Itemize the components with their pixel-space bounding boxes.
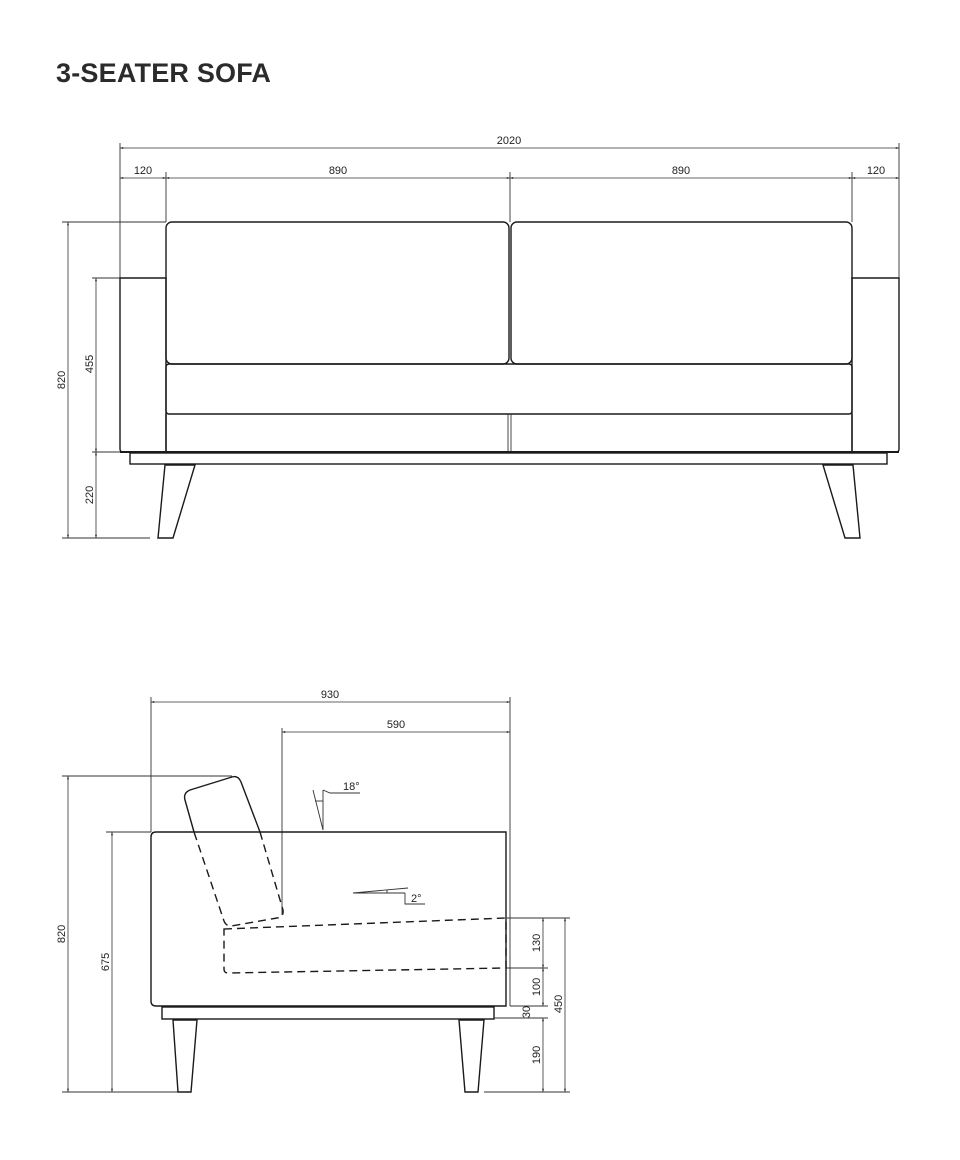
side-plinth	[161, 1006, 495, 1020]
front-view: 2020 120 890 890 120 820 455 220	[56, 135, 900, 539]
armrest-left	[119, 277, 167, 453]
backrest-cushion-visible	[231, 775, 261, 833]
leg-right	[822, 464, 861, 539]
dim-side-leg-height: 190	[531, 1046, 543, 1064]
armrest-right	[851, 277, 900, 453]
dim-frame-base: 30	[521, 1006, 533, 1018]
dim-arm-height: 455	[84, 355, 96, 373]
dim-cushion-thickness: 130	[531, 934, 543, 952]
dim-seat-depth: 590	[387, 719, 405, 731]
dim-armrest-left: 120	[134, 165, 152, 177]
plinth	[129, 452, 888, 465]
dim-overall-depth: 930	[321, 689, 339, 701]
dim-seat-right: 890	[672, 165, 690, 177]
seat-cushion	[165, 363, 853, 415]
angle-seat: 2°	[411, 893, 422, 905]
dim-side-total-height: 820	[56, 925, 68, 943]
side-view: 930 590 18° 2° 820 675	[56, 689, 570, 1093]
side-leg-front	[172, 1019, 198, 1093]
dim-leg-height: 220	[84, 486, 96, 504]
page-title: 3-SEATER SOFA	[56, 58, 272, 88]
dim-side-arm-height: 675	[100, 953, 112, 971]
dim-armrest-right: 120	[867, 165, 885, 177]
dim-seat-left: 890	[329, 165, 347, 177]
back-cushion-right	[510, 221, 853, 365]
dim-seat-height: 450	[553, 995, 565, 1013]
side-body	[150, 831, 507, 1007]
angle-backrest: 18°	[343, 781, 360, 793]
side-leg-back	[458, 1019, 485, 1093]
dim-total-height: 820	[56, 371, 68, 389]
backrest-cushion-hidden	[193, 831, 284, 927]
leg-left	[157, 464, 196, 539]
dim-seat-base: 100	[531, 978, 543, 996]
seat-cushion-hidden	[223, 917, 507, 974]
backrest-angle-annotation: 18°	[312, 781, 360, 831]
seat-angle-annotation: 2°	[352, 887, 425, 905]
dim-overall-width: 2020	[497, 135, 521, 147]
back-cushion-left	[165, 221, 510, 365]
